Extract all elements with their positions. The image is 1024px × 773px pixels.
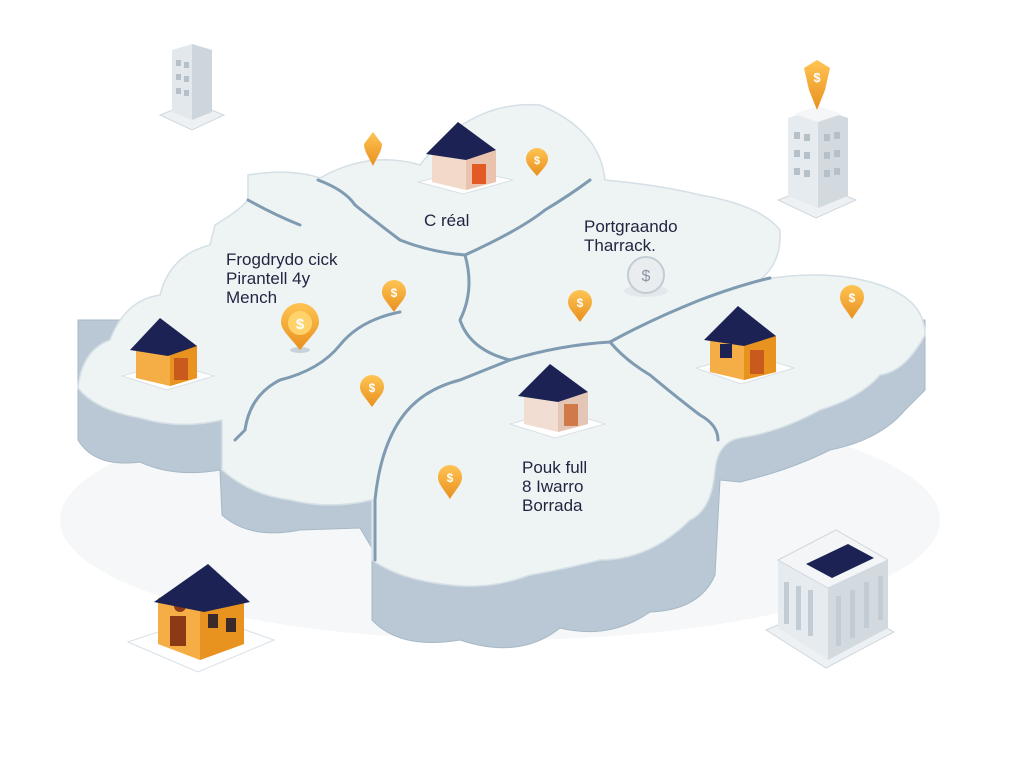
region-label-north: C réal — [424, 211, 469, 230]
coin-icon: $ — [624, 256, 668, 297]
dollar-pin-icon: $ — [281, 303, 319, 353]
house-icon — [694, 306, 796, 385]
svg-text:$: $ — [296, 316, 305, 333]
dollar-pin-icon: $ — [438, 465, 462, 499]
marker-pin-icon — [364, 132, 382, 166]
house-icon — [508, 364, 607, 439]
svg-text:$: $ — [447, 471, 454, 485]
dollar-pin-icon: $ — [360, 375, 384, 407]
region-label-line: Frogdrydo cick — [226, 250, 338, 269]
bank-building-icon — [764, 529, 896, 669]
region-label-northwest: Frogdrydo cick Pirantell 4y Mench — [226, 250, 337, 307]
svg-text:$: $ — [813, 70, 821, 85]
svg-text:$: $ — [369, 381, 376, 395]
dollar-pin-icon: $ — [804, 60, 830, 110]
region-label-line: Portgraando — [584, 217, 678, 236]
region-label-line: Borrada — [522, 496, 583, 515]
region-label-line: Pirantell 4y — [226, 269, 311, 288]
house-icon — [126, 564, 276, 673]
office-tower-icon — [158, 44, 226, 131]
svg-text:$: $ — [534, 155, 540, 167]
dollar-pin-icon: $ — [526, 148, 548, 176]
region-label-line: Mench — [226, 288, 278, 307]
region-label-line: C réal — [424, 211, 470, 230]
svg-text:$: $ — [577, 296, 584, 310]
dollar-pin-icon: $ — [382, 280, 406, 312]
dollar-pin-icon: $ — [840, 285, 864, 319]
dollar-pin-icon: $ — [568, 290, 592, 322]
region-label-south: Pouk full 8 Iwarro Borrada — [522, 458, 587, 515]
region-label-northeast: Portgraando Tharrack. — [584, 217, 678, 255]
svg-text:$: $ — [391, 286, 398, 300]
map-top-surface — [77, 103, 926, 587]
svg-text:$: $ — [642, 268, 651, 285]
region-label-line: Tharrack. — [584, 236, 656, 255]
region-label-line: Pouk full — [522, 458, 588, 477]
house-icon — [120, 318, 216, 391]
region-borders — [233, 178, 772, 562]
svg-text:$: $ — [849, 291, 856, 305]
office-tower-icon — [776, 106, 858, 219]
region-label-line: 8 Iwarro — [522, 477, 584, 496]
house-icon — [417, 122, 514, 195]
